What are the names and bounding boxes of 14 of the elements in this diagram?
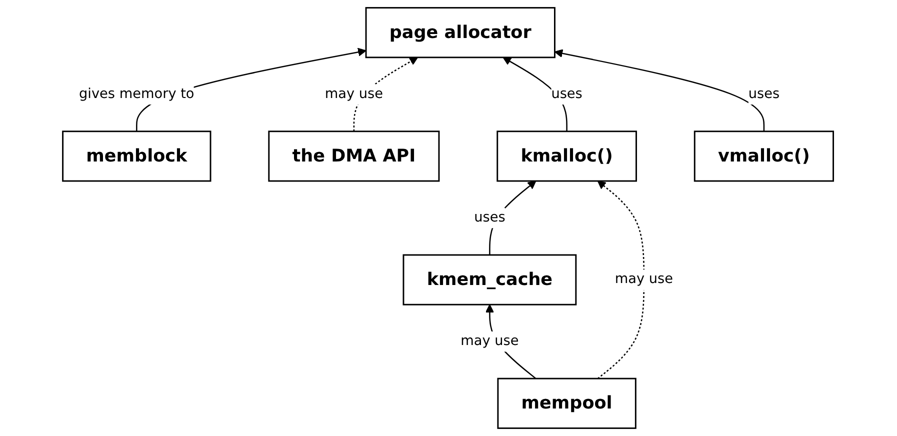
process-box: the DMA API [268, 130, 440, 182]
edge-label: may use [461, 331, 520, 352]
process-box: mempool [498, 378, 637, 429]
process-box: vmalloc() [694, 130, 834, 182]
process-box: page allocator [366, 7, 556, 58]
process-box: kmem_cache [403, 254, 578, 306]
edge-label: gives memory to [79, 84, 195, 105]
arrow [598, 180, 645, 380]
process-box: kmalloc() [497, 130, 638, 182]
arrow [554, 49, 766, 132]
process-box: memblock [62, 130, 212, 182]
edge-label: may use [325, 84, 384, 105]
edge-label: uses [474, 208, 506, 228]
edge-label: may use [615, 270, 674, 290]
